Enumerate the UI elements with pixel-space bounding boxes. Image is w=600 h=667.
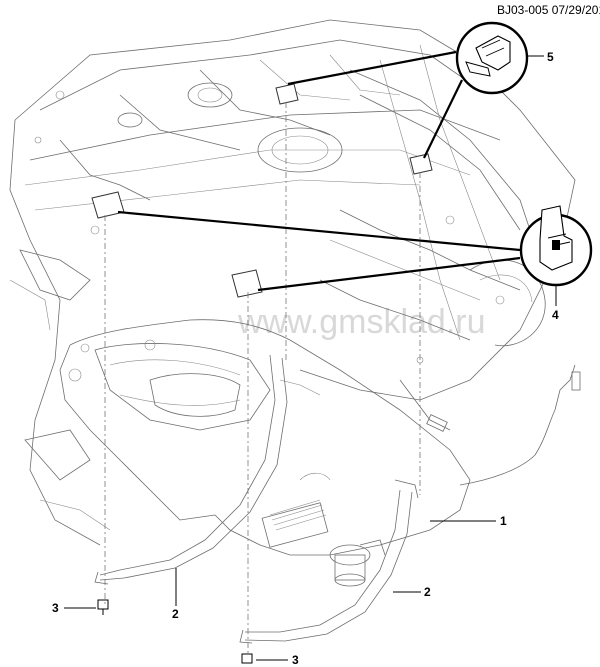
fuel-tank [59, 319, 581, 587]
callout-5: 5 [547, 50, 554, 64]
detail-circle-part-4 [519, 205, 593, 287]
tank-strap-left [94, 354, 288, 585]
callout-3-right: 3 [292, 653, 299, 667]
strap-bolt-left [97, 599, 109, 615]
figure-reference-code: BJ03-005 07/29/2011 [497, 3, 600, 17]
tank-strap-right [239, 479, 419, 644]
callout-2-left: 2 [172, 607, 179, 621]
insulator-pad-locations [91, 83, 433, 298]
callout-2-right: 2 [424, 585, 431, 599]
callout-4: 4 [552, 308, 559, 322]
watermark: www.gmsklad.ru [237, 303, 486, 341]
detail-leader-lines [117, 50, 521, 292]
detail-circle-part-5 [455, 21, 529, 95]
callout-1: 1 [500, 514, 507, 528]
assembly-center-lines [104, 102, 421, 655]
callout-leaders [64, 55, 557, 661]
callout-3-left: 3 [52, 601, 59, 615]
strap-bolt-right [241, 653, 253, 664]
